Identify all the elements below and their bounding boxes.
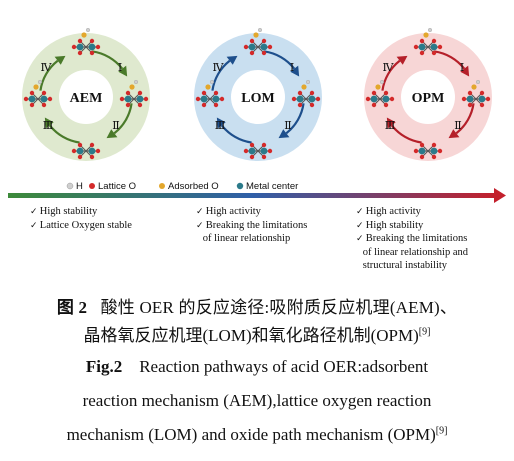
cycle-arrow [285,103,305,135]
cycle-arrowhead [386,117,396,129]
molecule-bottom [71,142,101,160]
cycle-arrowhead [216,117,226,129]
legend-h-label: H [76,181,83,192]
lom-property: Breaking the limitations [196,219,307,233]
lom-properties: High activity Breaking the limitations o… [196,205,308,246]
cycle-arrowhead [118,65,128,77]
cycle-arrowhead [460,65,470,77]
ring-inner [59,70,113,124]
aem-properties: High stability Lattice Oxygen stable [30,205,132,232]
step-label: Ⅳ [383,62,395,74]
caption-zh-label: 图 2 [56,298,88,317]
step-label: Ⅲ [385,120,396,132]
cycle-arrow [92,50,124,70]
caption-en-line2: reaction mechanism (AEM),lattice oxygen … [82,391,432,410]
caption-en-text3: mechanism (LOM) and oxide path mechanism… [66,425,436,444]
step-label: Ⅰ [290,62,294,74]
cycle-arrow [39,59,59,91]
molecule-top [413,28,443,56]
mechanism-label: AEM [70,91,103,106]
legend: H Lattice O Adsorbed O Metal center [66,181,298,192]
caption-zh-line2: 晶格氧反应机理(LOM)和氧化路径机制(OPM)[9] [0,321,514,346]
caption-zh-ref: [9] [418,326,431,338]
caption-zh-line1: 图 2 酸性 OER 的反应途径:吸附质反应机理(AEM)、 [0,293,514,318]
legend-h-marker [66,182,74,190]
legend-metal-center-marker [236,182,244,190]
step-label: Ⅱ [284,120,291,132]
opm-property: of linear relationship and [362,246,469,258]
cycle-arrow [220,124,252,144]
molecule-top [71,28,101,56]
caption-en-label: Fig.2 [85,357,123,376]
opm-property: High stability [356,219,468,233]
cycle-arrowhead [54,55,66,65]
legend-metal-center-label: Metal center [246,181,298,192]
gradient-arrow [8,188,506,203]
cycle-arrowhead [278,129,290,139]
step-label: Ⅱ [454,120,461,132]
cycle-arrowhead [44,117,54,129]
mechanism-panel-opm: Ⅰ Ⅱ Ⅲ Ⅳ OPM [364,28,492,161]
aem-property: Lattice Oxygen stable [30,219,132,233]
legend-lattice-o-label: Lattice O [98,181,136,192]
cycle-arrow [48,124,80,144]
caption-en-line3: mechanism (LOM) and oxide path mechanism… [0,425,514,445]
molecule-bottom [413,142,443,160]
cycle-arrowhead [106,129,118,139]
cycle-arrow [390,124,422,144]
caption-en-line1: Fig.2 Reaction pathways of acid OER:adso… [0,357,514,377]
molecule-right [291,79,321,108]
cycle-arrowhead [290,65,300,77]
molecule-bottom [243,142,273,160]
molecule-left [23,79,53,108]
cycle-arrow [455,103,475,135]
opm-property: structural instability [362,260,448,271]
molecule-left [365,79,395,108]
cycle-arrow [381,59,401,91]
caption-en-ref: [9] [435,425,448,437]
cycle-arrowhead [396,55,408,65]
lom-property: High activity [196,205,307,219]
step-label: Ⅱ [112,120,119,132]
legend-adsorbed-o-label: Adsorbed O [168,181,219,192]
opm-property: Breaking the limitations [356,232,468,246]
mechanism-panel-aem: Ⅰ Ⅱ Ⅲ Ⅳ AEM [22,28,150,161]
lom-property: of linear relationship [202,233,291,244]
cycle-arrow [434,50,466,70]
mechanism-label: LOM [241,91,274,106]
molecule-top [243,28,273,56]
molecule-right [119,79,149,108]
mechanism-label: OPM [412,91,445,106]
step-label: Ⅰ [460,62,464,74]
step-label: Ⅲ [215,120,226,132]
caption-zh-text2: 晶格氧反应机理(LOM)和氧化路径机制(OPM) [83,326,419,345]
ring-inner [401,70,455,124]
step-label: Ⅰ [118,62,122,74]
mechanism-figure: Ⅰ Ⅱ Ⅲ Ⅳ AEM Ⅰ Ⅱ Ⅲ Ⅳ LOM Ⅰ Ⅱ Ⅲ Ⅳ OPM H Lattice O Adsorb… [8,28,506,203]
step-label: Ⅲ [43,120,54,132]
cycle-arrow [264,50,296,70]
molecule-right [461,79,491,108]
cycle-arrowhead [226,55,238,65]
aem-property: High stability [30,205,132,219]
legend-adsorbed-o-marker [159,183,165,189]
opm-properties: High activity High stability Breaking th… [356,205,468,273]
ring-inner [231,70,285,124]
cycle-arrow [113,103,133,135]
cycle-arrow [211,59,231,91]
mechanism-panel-lom: Ⅰ Ⅱ Ⅲ Ⅳ LOM [194,28,322,161]
molecule-left [195,79,225,108]
legend-lattice-o-marker [89,183,95,189]
opm-property: High activity [356,205,468,219]
step-label: Ⅳ [41,62,53,74]
step-label: Ⅳ [213,62,225,74]
cycle-arrowhead [448,129,460,139]
caption-en-text1: Reaction pathways of acid OER:adsorbent [139,357,429,376]
caption-zh-text1: 酸性 OER 的反应途径:吸附质反应机理(AEM)、 [100,298,458,317]
